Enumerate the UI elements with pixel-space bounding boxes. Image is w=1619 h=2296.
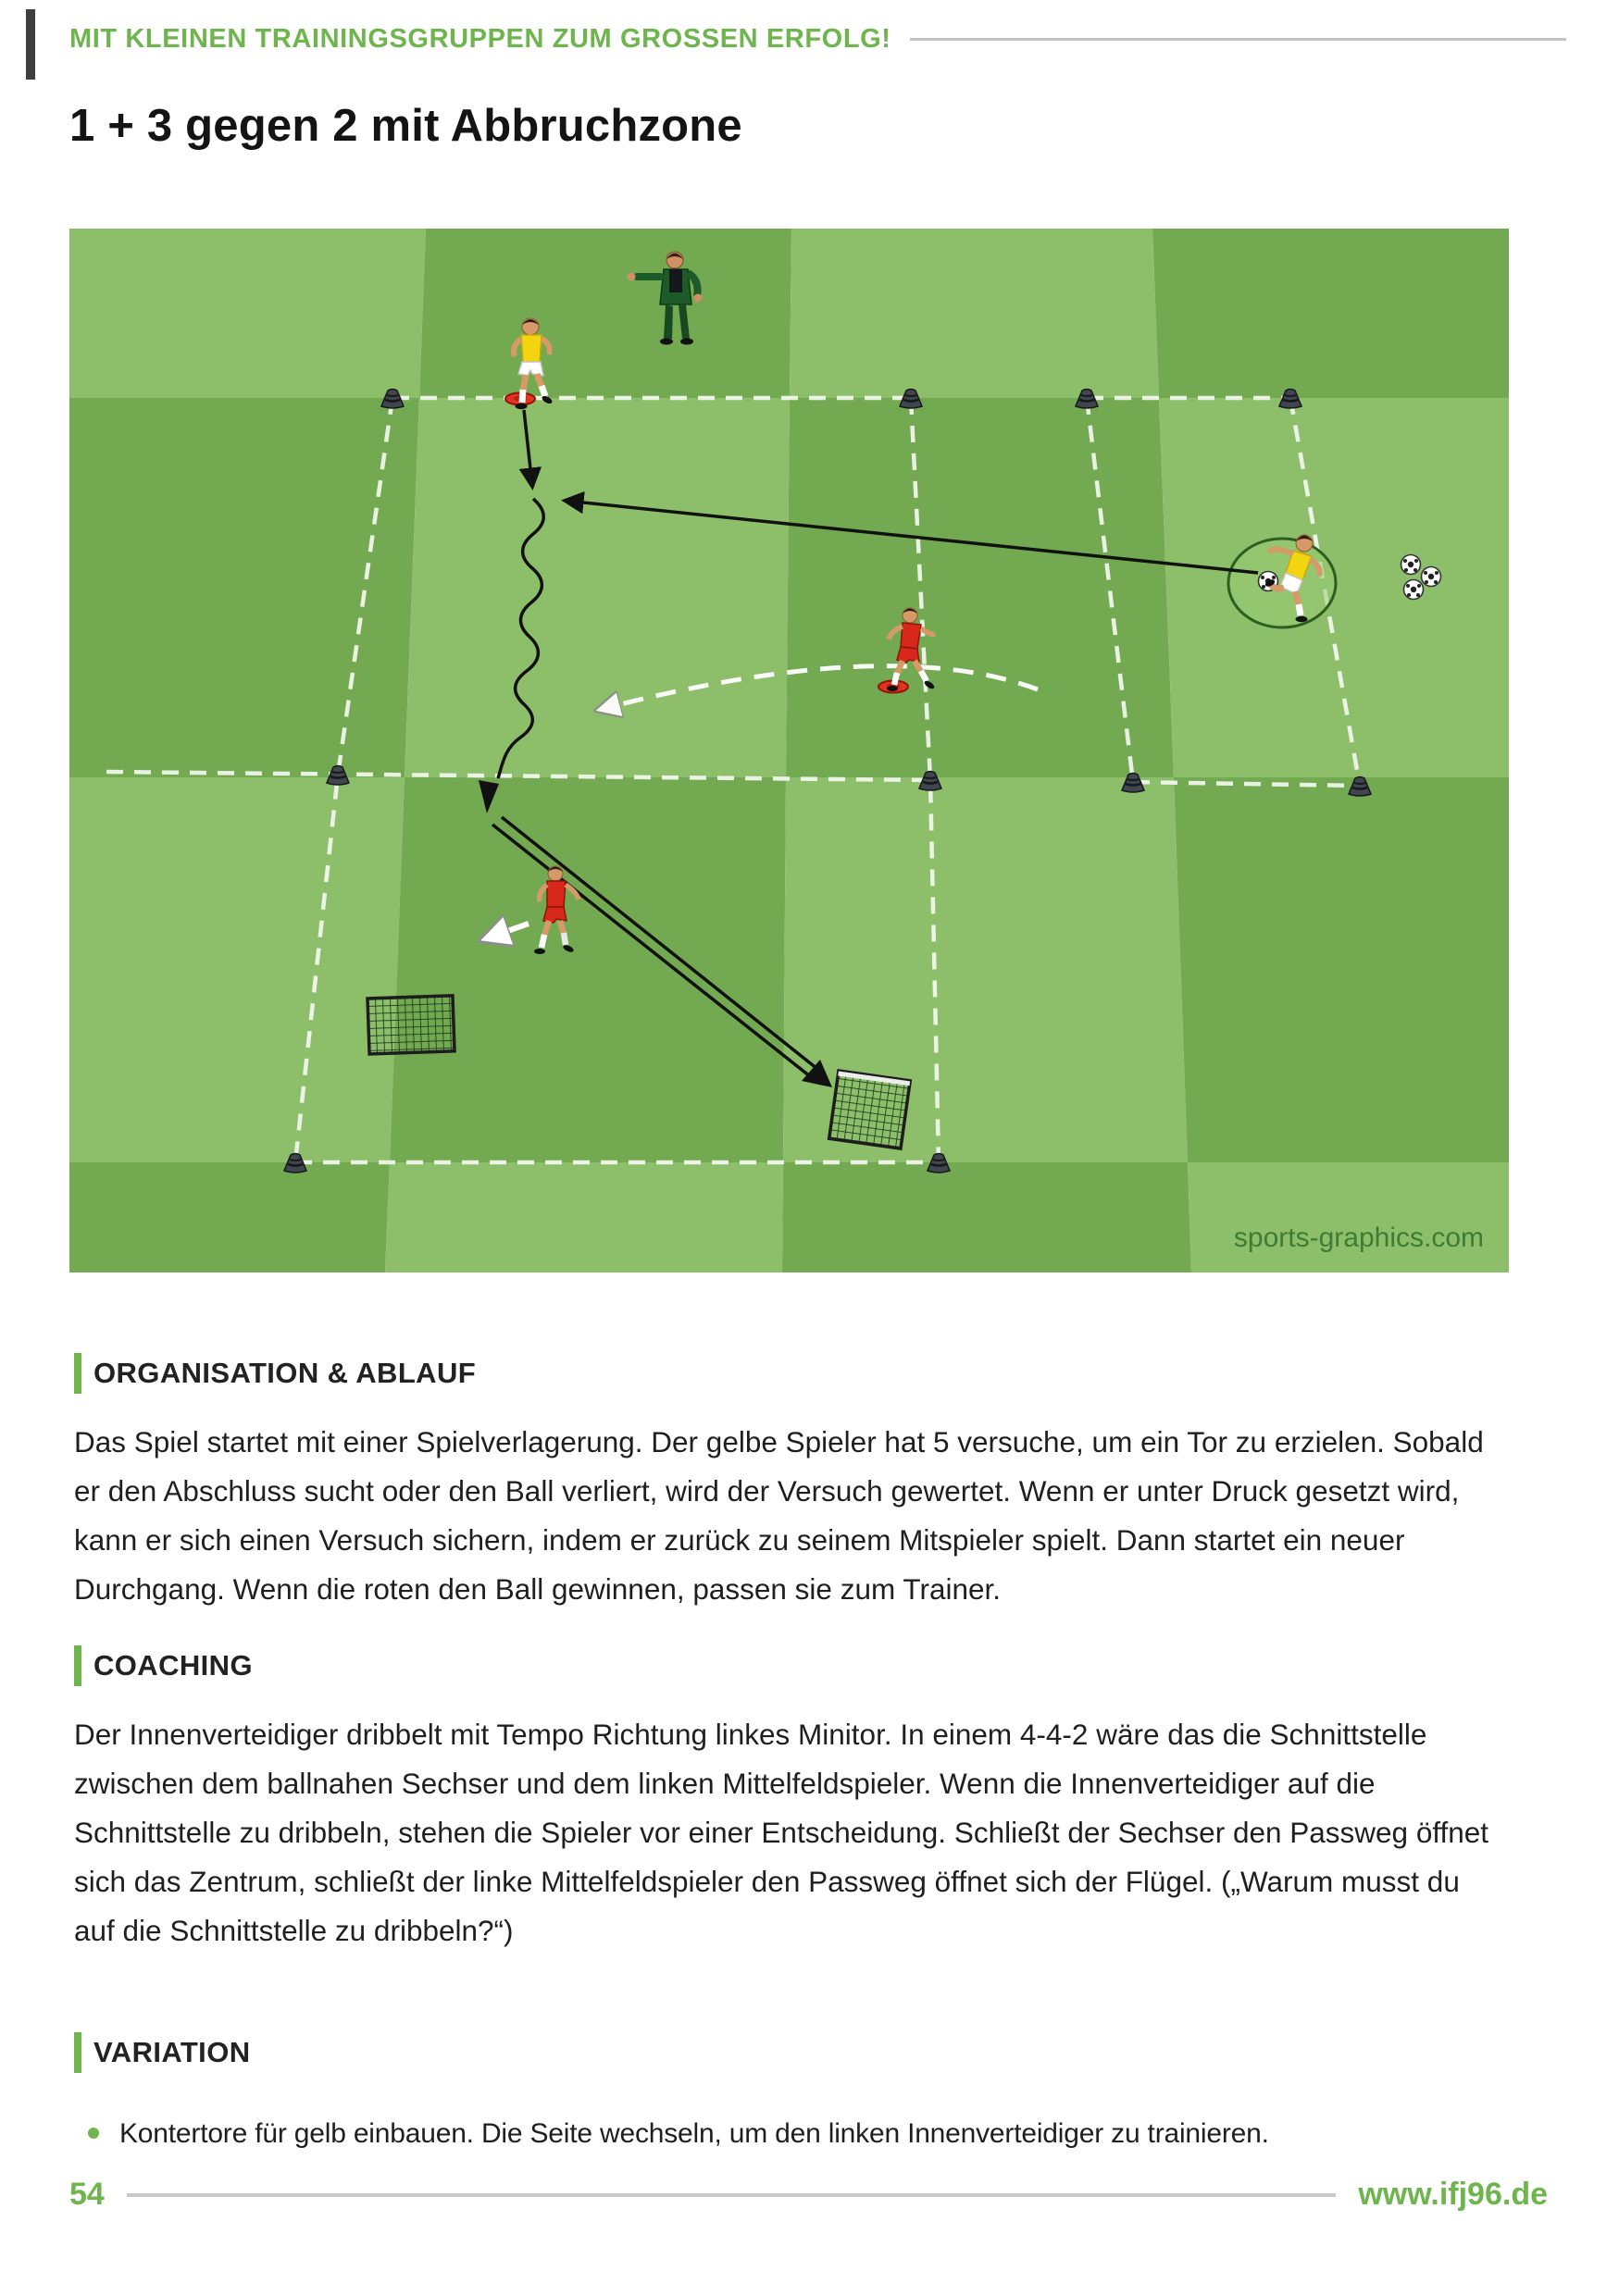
website-link[interactable]: www.ifj96.de	[1358, 2177, 1548, 2212]
right-zone-left-line	[1084, 397, 1136, 783]
coaching-paragraph: Der Innenverteidiger dribbelt mit Tempo …	[74, 1718, 1489, 1947]
header-rule	[909, 38, 1566, 41]
dribble-arrowhead	[479, 780, 499, 813]
mini-goal-left	[366, 993, 456, 1056]
page-header: MIT KLEINEN TRAININGSGRUPPEN ZUM GROSSEN…	[69, 24, 1566, 55]
right-zone-bottom-line	[1132, 779, 1361, 788]
section-heading: COACHING	[93, 1649, 253, 1682]
section-accent-bar	[74, 1353, 81, 1394]
page-number: 54	[69, 2177, 105, 2212]
bullet-text: Kontertore für gelb einbauen. Die Seite …	[119, 2118, 1269, 2149]
defender-run-arc	[599, 664, 1039, 710]
section-accent-bar	[74, 2032, 81, 2073]
exercise-title: 1 + 3 gegen 2 mit Abbruchzone	[69, 101, 742, 151]
yellow-player-right	[1264, 534, 1323, 623]
red-defender-bottom	[534, 865, 581, 954]
variation-bullet: Kontertore für gelb einbauen. Die Seite …	[88, 2116, 1513, 2153]
section-coaching: COACHING	[74, 1645, 253, 1686]
header-kicker-text: MIT KLEINEN TRAININGSGRUPPEN ZUM GROSSEN…	[69, 24, 891, 54]
header-accent-bar	[26, 9, 35, 80]
zone-left-line	[293, 397, 395, 1163]
zone-right-line	[908, 397, 941, 1163]
section-heading: VARIATION	[93, 2036, 251, 2068]
section-heading: ORGANISATION & ABLAUF	[93, 1357, 477, 1389]
trainer-figure	[627, 251, 703, 345]
action-arrows	[479, 409, 1259, 1087]
defender-shift-arrow	[484, 924, 530, 939]
section-variation: VARIATION	[74, 2032, 251, 2073]
shot-arrow-line-1	[491, 823, 816, 1082]
mini-goal-bottom	[827, 1069, 913, 1151]
defender-run-arrows	[484, 664, 1039, 939]
shot-arrowhead	[802, 1060, 832, 1087]
bullet-icon	[88, 2128, 99, 2139]
run-arrow-down	[518, 409, 542, 490]
yellow-player-top	[510, 317, 553, 410]
section-accent-bar	[74, 1645, 81, 1686]
switch-pass-arrow	[561, 490, 1259, 575]
section-organisation: ORGANISATION & ABLAUF	[74, 1353, 476, 1394]
goal-crossbar-highlight	[838, 1071, 911, 1086]
footer-rule	[126, 2192, 1337, 2197]
dribble-wavy-line	[496, 497, 545, 779]
diagram-watermark: sports-graphics.com	[1234, 1222, 1484, 1253]
shot-arrow-line-2	[500, 815, 824, 1074]
red-defender-middle	[886, 607, 937, 691]
page-footer: 54 www.ifj96.de	[69, 2177, 1548, 2213]
grass-checker	[69, 229, 1509, 1272]
organisation-paragraph: Das Spiel startet mit einer Spielverlage…	[74, 1425, 1484, 1606]
training-diagram: sports-graphics.com	[69, 229, 1509, 1272]
